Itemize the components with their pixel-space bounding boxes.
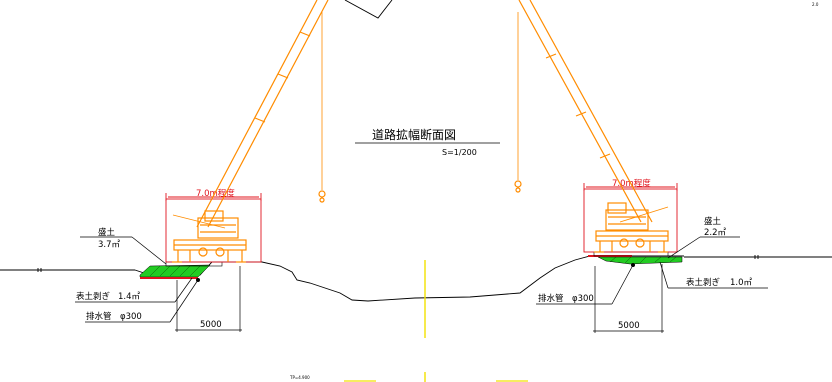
corner-note: 2.0 — [812, 2, 819, 7]
right-crane — [514, 0, 669, 253]
left-width-label: 7.0m程度 — [196, 188, 235, 199]
right-width-dimension — [583, 183, 678, 253]
left-drain-label: 排水管 φ300 — [86, 311, 142, 322]
right-fill-area: 2.2㎡ — [704, 228, 727, 238]
left-dimension: 5000 — [200, 320, 222, 330]
left-strip-label: 表土剥ぎ — [76, 291, 111, 302]
right-fill-label: 盛土 — [704, 216, 722, 227]
right-drain-label: 排水管 φ300 — [538, 293, 594, 304]
drawing-title: 道路拡幅断面図 — [372, 127, 456, 142]
left-crane — [172, 0, 329, 263]
right-width-label: 7.0m程度 — [612, 178, 651, 189]
left-fill — [139, 261, 223, 279]
right-dimension: 5000 — [618, 321, 640, 331]
right-strip-area: 1.0㎡ — [730, 278, 753, 288]
right-strip-label: 表土剥ぎ — [686, 277, 721, 288]
left-fill-label: 盛土 — [98, 227, 116, 238]
bottom-note: TP=4.900 — [289, 375, 310, 380]
right-fill — [588, 251, 683, 265]
left-drain-pipe — [196, 278, 200, 282]
left-annotations — [75, 236, 242, 332]
title-block: 道路拡幅断面図 S=1/200 — [355, 127, 500, 157]
left-width-dimension — [165, 193, 262, 263]
right-annotations — [536, 236, 768, 333]
left-fill-area: 3.7㎡ — [98, 240, 121, 250]
left-strip-area: 1.4㎡ — [118, 292, 141, 302]
drawing-scale: S=1/200 — [442, 148, 477, 157]
